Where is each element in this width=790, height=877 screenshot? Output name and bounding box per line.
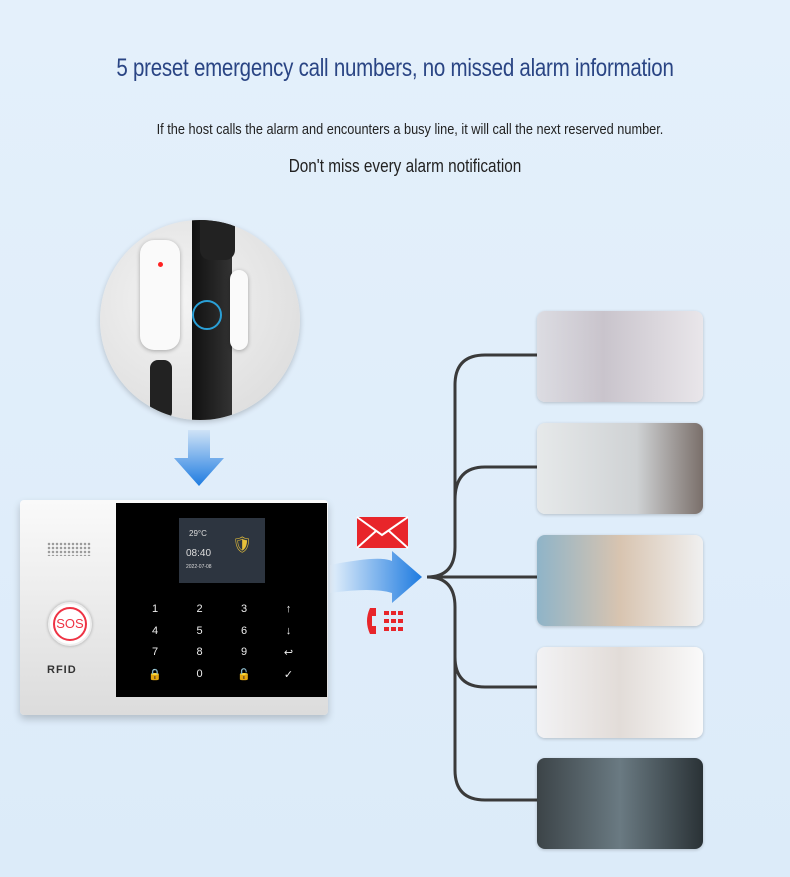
recipient-photo-4 (537, 647, 703, 738)
phone-keypad-icon (367, 608, 403, 634)
keypad-key[interactable]: 1 (151, 603, 159, 615)
tagline: Don't miss every alarm notification (288, 156, 522, 176)
speaker-grille (47, 542, 91, 556)
keypad-key[interactable]: 9 (240, 646, 248, 658)
recipient-photo-2 (537, 423, 703, 514)
screen-temp: 29°C (189, 529, 207, 538)
keypad-key[interactable]: 2 (196, 603, 203, 615)
keypad-key[interactable]: 🔒 (148, 668, 162, 681)
tree-lines (426, 353, 537, 802)
keypad-key[interactable]: 8 (196, 646, 203, 658)
rfid-label: RFID (47, 664, 77, 676)
keypad-key[interactable]: 7 (151, 646, 159, 658)
keypad-key[interactable]: 5 (196, 624, 203, 637)
down-arrow (174, 430, 224, 486)
headline: 5 preset emergency call numbers, no miss… (116, 54, 674, 82)
keypad-key[interactable]: 6 (240, 624, 248, 637)
recipient-photo-1 (537, 311, 703, 402)
right-arrow (330, 551, 422, 603)
keypad-key[interactable]: ↩ (283, 647, 294, 659)
description: If the host calls the alarm and encounte… (156, 121, 664, 138)
keypad-key[interactable]: ↓ (285, 624, 292, 637)
sos-button[interactable]: SOS (48, 602, 92, 646)
screen-date: 2022-07-08 (186, 564, 212, 570)
recipient-photo-3 (537, 535, 703, 626)
recipient-photo-5 (537, 758, 703, 849)
door-sensor-photo (100, 220, 300, 420)
screen-time: 08:40 (186, 548, 212, 559)
keypad-key[interactable]: 4 (151, 624, 159, 637)
keypad-key[interactable]: ↑ (285, 603, 292, 615)
shield-check-icon: 🛡 (232, 537, 253, 554)
keypad-key[interactable]: 🔓 (237, 668, 251, 681)
keypad-key[interactable]: 3 (240, 603, 248, 615)
lcd-screen: 29°C 08:40 2022-07-08 🛡 (179, 518, 265, 583)
envelope-icon (356, 516, 409, 549)
keypad-key[interactable]: ✓ (283, 668, 294, 681)
keypad-key[interactable]: 0 (196, 667, 203, 680)
